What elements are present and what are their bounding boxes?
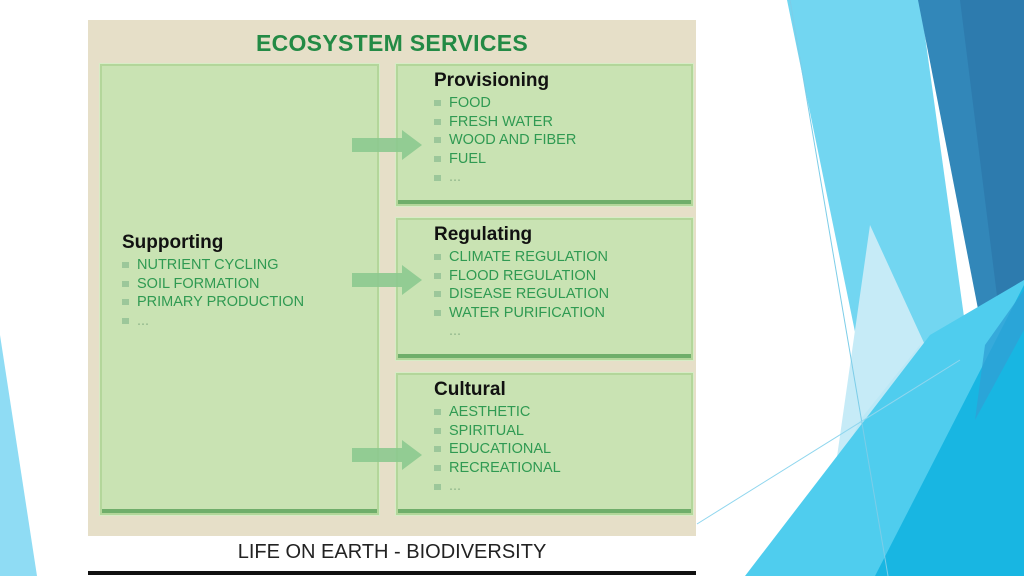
supporting-box: Supporting NUTRIENT CYCLING SOIL FORMATI… (100, 64, 379, 515)
list-item: AESTHETIC (434, 403, 561, 422)
list-item: FUEL (434, 150, 576, 169)
bullet-icon (434, 427, 441, 434)
thin-line-vertical (789, 0, 889, 576)
list-item: CLIMATE REGULATION (434, 248, 609, 267)
bullet-icon (434, 137, 441, 144)
item-label: FLOOD REGULATION (449, 267, 597, 284)
item-label: PRIMARY PRODUCTION (137, 294, 305, 311)
item-label: FRESH WATER (449, 113, 553, 130)
list-item: WOOD AND FIBER (434, 131, 576, 150)
figure-panel: ECOSYSTEM SERVICES Supporting NUTRIENT C… (88, 20, 696, 536)
figure-title: ECOSYSTEM SERVICES (255, 30, 529, 56)
list-item: SPIRITUAL (434, 422, 561, 441)
bullet-icon (434, 100, 441, 107)
item-label: SOIL FORMATION (137, 275, 260, 292)
bullet-icon (434, 118, 441, 125)
cultural-heading: Cultural (434, 379, 506, 400)
item-label: SPIRITUAL (449, 422, 524, 439)
thin-line-diagonal (696, 359, 961, 525)
item-label: CLIMATE REGULATION (449, 249, 608, 265)
item-label: ... (449, 169, 462, 186)
bullet-icon (434, 156, 441, 163)
arrow-right-icon (352, 265, 422, 295)
list-item: DISEASE REGULATION (434, 285, 609, 304)
darker-blue-strip (960, 0, 1024, 320)
list-item: ... (122, 312, 304, 331)
bullet-icon (434, 465, 441, 472)
regulating-heading: Regulating (434, 224, 533, 245)
list-item: NUTRIENT CYCLING (122, 256, 304, 275)
figure-caption: LIFE ON EARTH - BIODIVERSITY (237, 541, 547, 563)
caption-rule (88, 571, 696, 575)
bullet-icon (434, 310, 441, 317)
supporting-heading: Supporting (122, 232, 224, 253)
item-label: EDUCATIONAL (449, 441, 552, 458)
bullet-icon (434, 483, 441, 490)
bullet-icon (122, 262, 129, 269)
item-label: ... (137, 312, 150, 329)
list-item: PRIMARY PRODUCTION (122, 293, 304, 312)
bullet-icon (434, 409, 441, 416)
item-label: RECREATIONAL (449, 459, 561, 476)
item-label: FUEL (449, 150, 487, 167)
list-item: WATER PURIFICATION (434, 304, 609, 323)
item-label: DISEASE REGULATION (449, 286, 610, 303)
list-item: ... (434, 168, 576, 187)
bullet-icon (122, 280, 129, 287)
pale-overlap-shape (760, 225, 925, 576)
list-item: ... (434, 477, 561, 496)
arrow-right-icon (352, 440, 422, 470)
bullet-icon (434, 446, 441, 453)
item-label: AESTHETIC (449, 404, 531, 420)
list-item: FOOD (434, 94, 576, 113)
list-item: ... (434, 322, 609, 341)
left-edge-shape (0, 335, 37, 576)
item-label: ... (449, 323, 462, 340)
regulating-box: Regulating CLIMATE REGULATION FLOOD REGU… (396, 218, 693, 360)
item-label: ... (449, 478, 462, 495)
cultural-box: Cultural AESTHETIC SPIRITUAL EDUCATIONAL… (396, 373, 693, 515)
ecosystem-services-figure: ECOSYSTEM SERVICES Supporting NUTRIENT C… (88, 20, 696, 576)
provisioning-heading: Provisioning (434, 70, 550, 91)
list-item: RECREATIONAL (434, 459, 561, 478)
item-label: NUTRIENT CYCLING (137, 257, 279, 273)
bullet-icon (434, 174, 441, 181)
item-label: WOOD AND FIBER (449, 132, 577, 149)
item-label: FOOD (449, 95, 491, 111)
bullet-icon (434, 272, 441, 279)
provisioning-box: Provisioning FOOD FRESH WATER WOOD AND F… (396, 64, 693, 206)
list-item: SOIL FORMATION (122, 275, 304, 294)
blue-sliver-shape (975, 290, 1024, 420)
arrow-right-icon (352, 130, 422, 160)
list-item: FRESH WATER (434, 113, 576, 132)
list-item: FLOOD REGULATION (434, 267, 609, 286)
bullet-icon (122, 299, 129, 306)
bullet-icon (434, 291, 441, 298)
bullet-icon (122, 318, 129, 325)
bullet-icon (434, 254, 441, 261)
list-item: EDUCATIONAL (434, 440, 561, 459)
item-label: WATER PURIFICATION (449, 304, 606, 321)
